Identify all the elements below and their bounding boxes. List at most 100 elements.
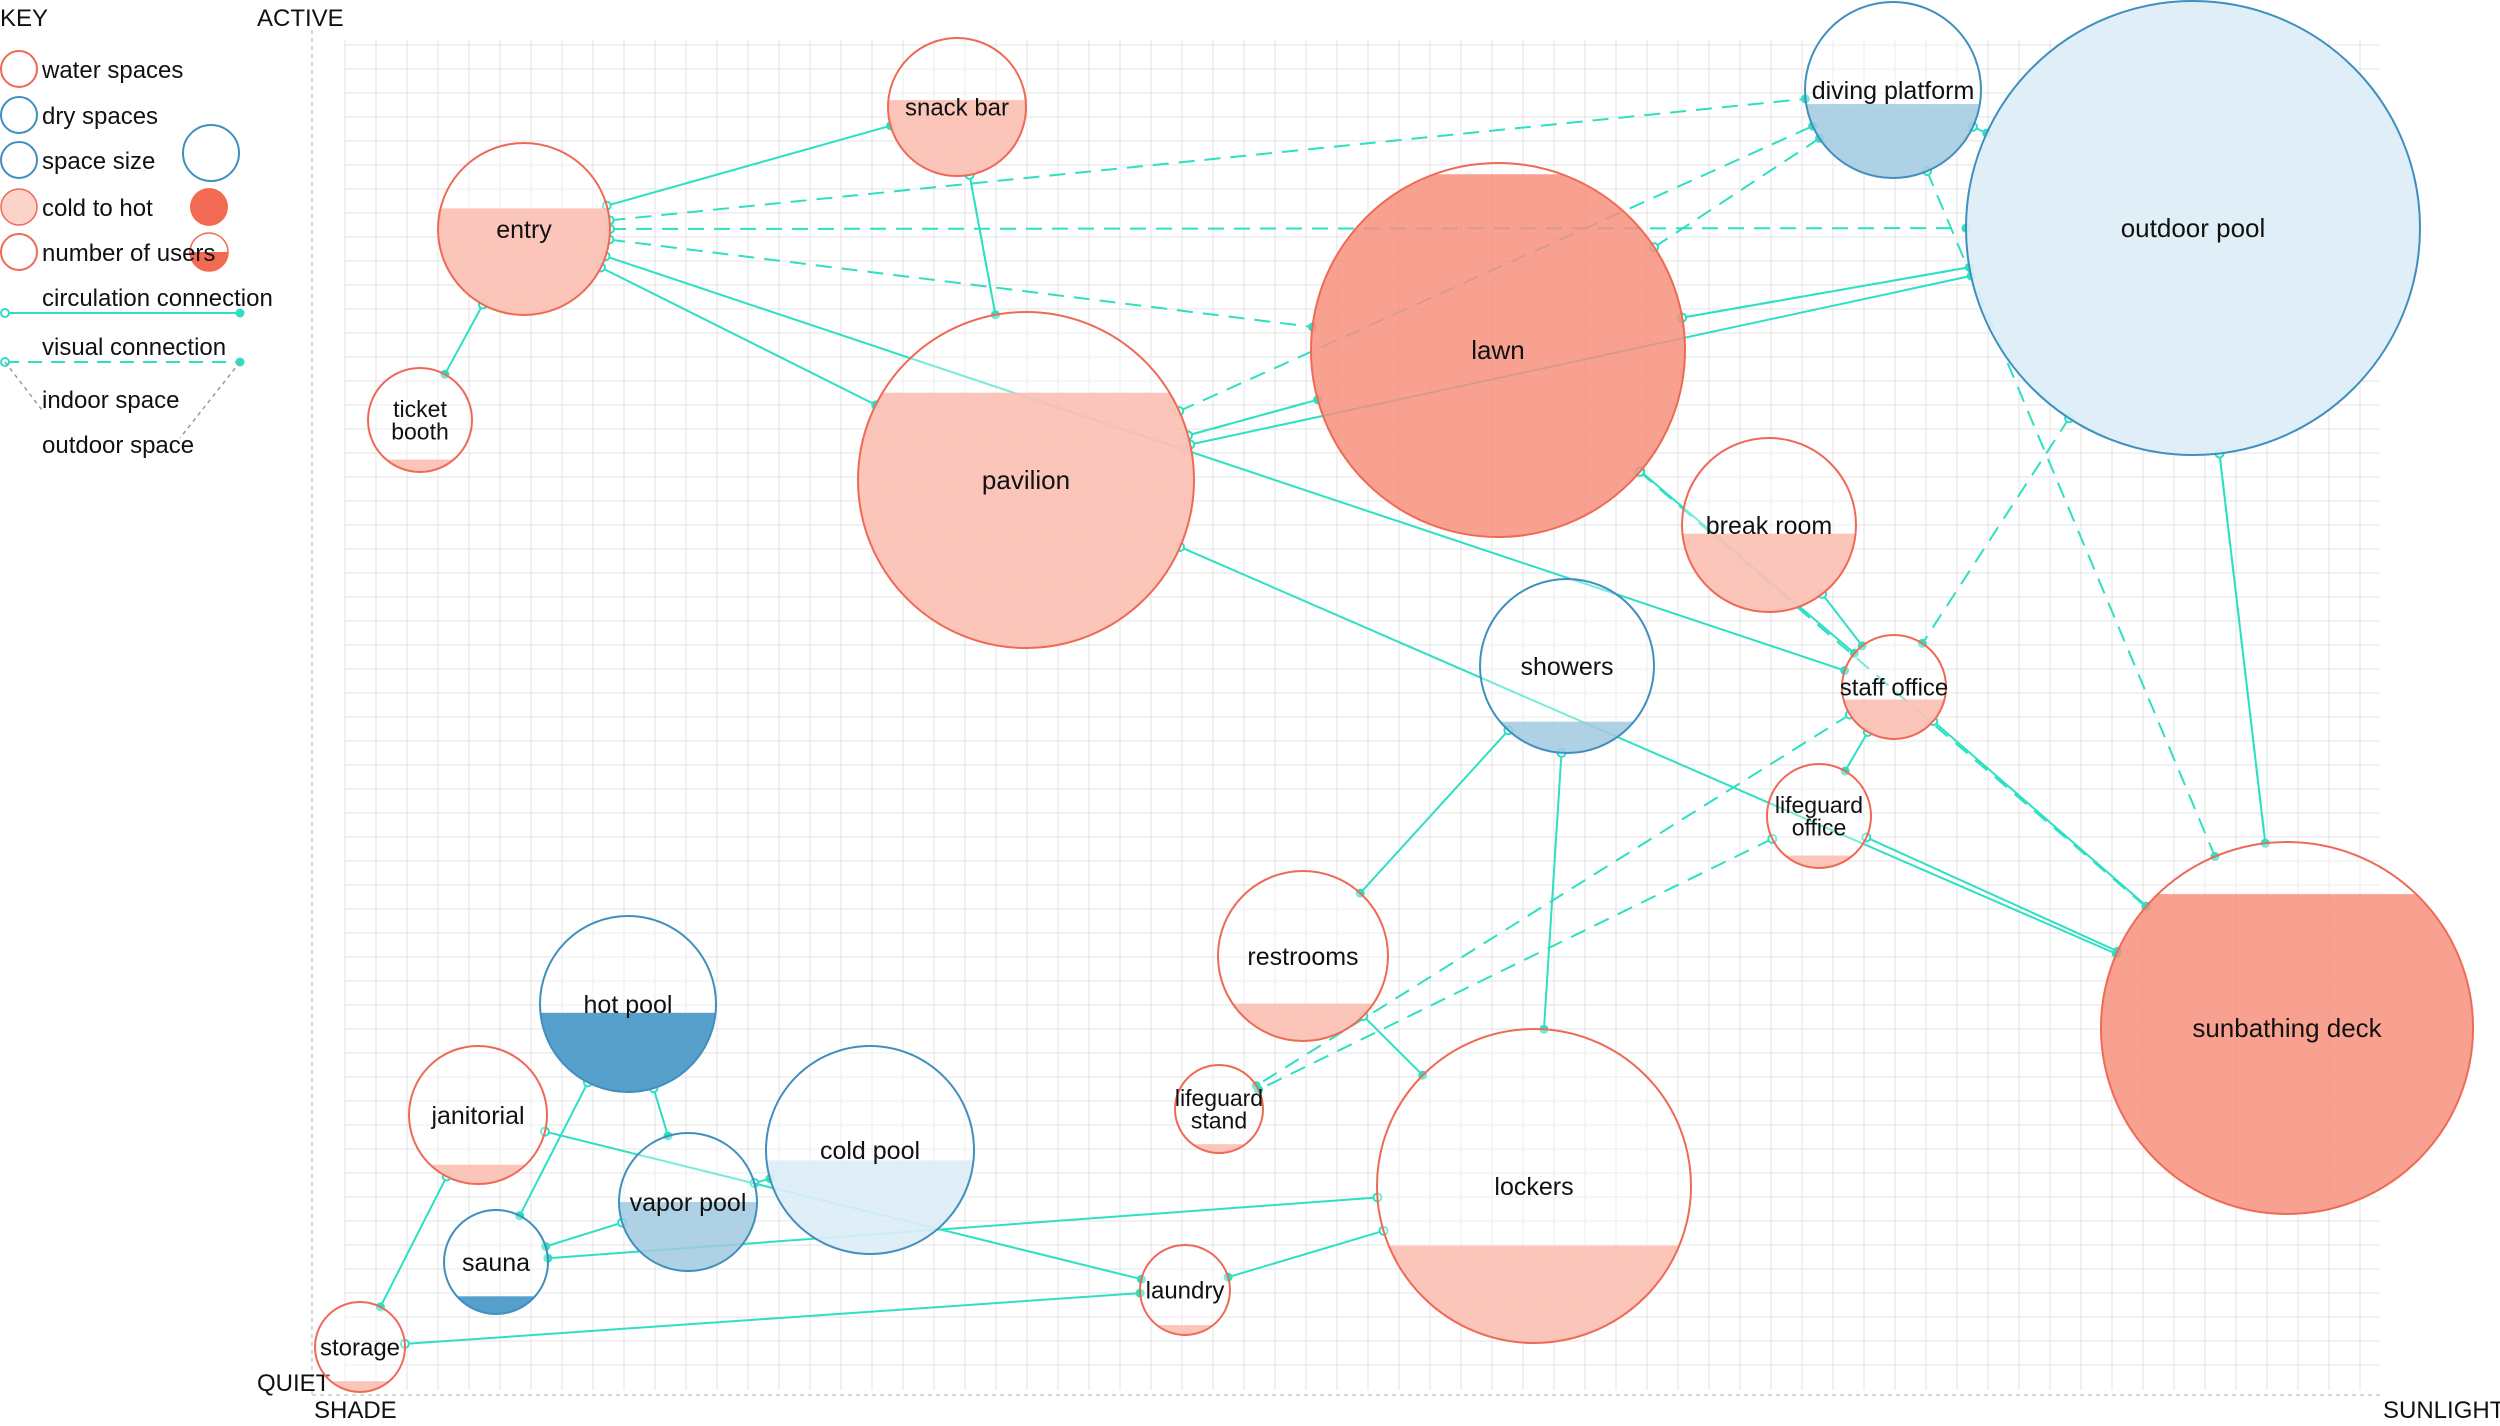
space-outline <box>367 367 473 473</box>
legend-title: KEY <box>0 5 48 32</box>
space-laundry[interactable]: laundry <box>1139 1244 1231 1336</box>
space-fill-level <box>409 1164 547 1184</box>
space-label: break room <box>1706 512 1832 540</box>
connection-line <box>1653 137 1821 249</box>
connection-line <box>1179 546 2117 955</box>
connection-line <box>1682 266 1970 319</box>
connection-line <box>404 1292 1141 1345</box>
space-label: laundry <box>1146 1277 1225 1304</box>
circulation-connection-showers-to-lockers <box>1539 747 1567 1034</box>
space-fill-level <box>368 459 472 472</box>
circulation-connection-restrooms-to-lockers <box>1358 1010 1428 1080</box>
legend-many-users-outline-icon <box>189 232 229 272</box>
space-fill-level <box>1805 104 1981 178</box>
space-hot-pool[interactable]: hot pool <box>539 915 717 1093</box>
space-break-room[interactable]: break room <box>1681 437 1857 613</box>
space-label: lifeguard <box>1775 792 1863 818</box>
connection-line <box>1258 837 1773 1091</box>
space-fill-level <box>858 392 1194 648</box>
space-outline <box>408 1045 548 1185</box>
space-lockers[interactable]: lockers <box>1376 1028 1692 1344</box>
axes: ACTIVE QUIET SHADE SUNLIGHT <box>257 5 2500 1424</box>
circulation-connection-vapor-pool-to-sauna <box>541 1217 628 1251</box>
space-label: janitorial <box>430 1102 524 1130</box>
space-outline <box>1841 634 1947 740</box>
space-outline <box>618 1132 758 1272</box>
legend-circulation-start-icon <box>0 308 10 318</box>
space-diving-platform[interactable]: diving platform <box>1804 1 1982 179</box>
connection-line <box>1926 170 2216 857</box>
space-outdoor-pool[interactable]: outdoor pool <box>1965 0 2421 456</box>
circulation-connection-showers-to-restrooms <box>1355 725 1514 898</box>
legend-water-space-icon <box>0 50 38 88</box>
space-fill-level <box>1311 174 1685 537</box>
connection-line <box>652 1087 669 1137</box>
space-janitorial[interactable]: janitorial <box>408 1045 548 1185</box>
visual-connection-entry-to-outdoor-pool <box>605 223 1971 234</box>
space-fill-level <box>540 1012 716 1092</box>
space-fill-level <box>1842 699 1946 739</box>
space-label: sunbathing deck <box>2192 1013 2382 1043</box>
space-label: lawn <box>1471 335 1524 365</box>
space-label: ticket <box>393 396 447 422</box>
connection-line <box>600 266 877 406</box>
space-entry[interactable]: entry <box>437 142 611 316</box>
legend-circulation-end-icon <box>235 308 245 318</box>
space-outline <box>1965 0 2421 456</box>
space-outline <box>857 311 1195 649</box>
connection-line <box>609 97 1806 222</box>
legend-label-space-size: space size <box>42 148 155 175</box>
space-label: snack bar <box>905 94 1009 121</box>
space-label: showers <box>1520 653 1613 681</box>
legend-many-users-icon <box>190 252 228 271</box>
space-label: stand <box>1191 1107 1247 1133</box>
circulation-connection-snack-bar-to-pavilion <box>964 169 1000 320</box>
connection-line <box>606 124 891 207</box>
space-outline <box>1804 1 1982 179</box>
legend-space-size-large-icon <box>182 124 240 182</box>
space-restrooms[interactable]: restrooms <box>1217 870 1389 1042</box>
legend-label-indoor: indoor space <box>42 387 179 414</box>
space-sunbathing-deck[interactable]: sunbathing deck <box>2100 841 2474 1215</box>
axis-label-sunlight: SUNLIGHT <box>2383 1397 2500 1424</box>
space-vapor-pool[interactable]: vapor pool <box>618 1132 758 1272</box>
space-outline <box>1376 1028 1692 1344</box>
space-outline <box>1139 1244 1231 1336</box>
connection-line <box>1362 1015 1424 1076</box>
space-fill-level <box>1767 855 1871 868</box>
connection-line <box>1932 720 2148 907</box>
space-label: booth <box>391 418 449 444</box>
space-background <box>409 1046 547 1184</box>
space-label: outdoor pool <box>2121 213 2266 243</box>
space-background <box>444 1210 548 1314</box>
space-background <box>1480 579 1654 753</box>
space-label: pavilion <box>982 465 1070 495</box>
space-pavilion[interactable]: pavilion <box>857 311 1195 649</box>
space-fill-level <box>1480 721 1654 753</box>
space-background <box>315 1302 405 1392</box>
space-cold-pool[interactable]: cold pool <box>765 1045 975 1255</box>
connection-line <box>1821 593 1864 647</box>
legend-cold-icon <box>0 188 38 226</box>
space-background <box>368 368 472 472</box>
space-sauna[interactable]: sauna <box>443 1209 549 1315</box>
space-staff-office[interactable]: staff office <box>1840 634 1949 740</box>
space-storage[interactable]: storage <box>314 1301 406 1393</box>
space-label: diving platform <box>1812 77 1975 105</box>
legend-label-dry-spaces: dry spaces <box>42 103 158 130</box>
space-outline <box>437 142 611 316</box>
connection-line <box>1844 731 1869 772</box>
space-fill-level <box>1377 1245 1691 1343</box>
space-label: lifeguard <box>1175 1085 1263 1111</box>
space-snack-bar[interactable]: snack bar <box>887 37 1027 177</box>
space-outline <box>765 1045 975 1255</box>
space-showers[interactable]: showers <box>1479 578 1655 754</box>
legend-space-size-small-icon <box>0 141 38 179</box>
space-lawn[interactable]: lawn <box>1310 162 1686 538</box>
space-outline <box>1217 870 1389 1042</box>
